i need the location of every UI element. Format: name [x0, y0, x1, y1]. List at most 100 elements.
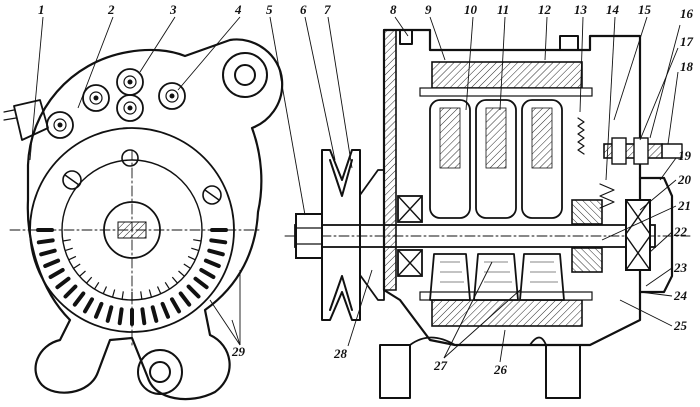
leader-lines	[29, 16, 681, 363]
stator-top	[431, 61, 583, 89]
terminal-studs	[46, 68, 186, 139]
vent-slot	[193, 276, 209, 290]
callout-23: 23	[673, 260, 688, 275]
callout-2: 2	[107, 2, 115, 17]
fin-line	[93, 281, 100, 290]
callout-27: 27	[433, 358, 448, 373]
housing-outline	[26, 38, 284, 401]
connector-plug	[13, 99, 49, 141]
shaft-nut	[295, 213, 323, 259]
vent-slot	[186, 284, 201, 299]
callout-8: 8	[390, 2, 397, 17]
callout-19: 19	[678, 148, 692, 163]
fin-line	[64, 247, 73, 252]
vent-slot	[72, 291, 86, 307]
callout-4: 4	[234, 2, 242, 17]
callout-12: 12	[538, 2, 552, 17]
rear-cap	[638, 176, 674, 294]
fin-line	[191, 247, 200, 252]
mount-foot-left	[379, 344, 411, 399]
fin-line	[193, 239, 202, 242]
vent-slot	[117, 307, 124, 326]
mount-hole-foot	[149, 361, 171, 383]
callout-7: 7	[324, 2, 331, 17]
vent-slot	[43, 258, 61, 268]
fin-line	[73, 263, 81, 269]
rear-bearing	[625, 199, 651, 271]
fin-line	[102, 286, 108, 295]
callout-5: 5	[266, 2, 273, 17]
callout-6: 6	[300, 2, 307, 17]
section-view	[284, 28, 691, 399]
fin-line	[164, 281, 171, 290]
vent-slot	[209, 238, 228, 245]
callout-9: 9	[425, 2, 432, 17]
fin-line	[187, 255, 196, 261]
vent-slots	[36, 228, 228, 326]
end-view	[3, 38, 284, 401]
callout-24: 24	[673, 288, 688, 303]
pulley	[321, 149, 361, 321]
fin-line	[62, 239, 71, 242]
vent-slot	[140, 307, 147, 326]
callout-13: 13	[574, 2, 588, 17]
rotor-upper	[429, 99, 563, 219]
vent-slot	[199, 268, 216, 279]
vent-slot	[83, 297, 94, 314]
screw-left	[62, 170, 82, 190]
callout-25: 25	[673, 318, 688, 333]
callout-21: 21	[677, 198, 691, 213]
callout-28: 28	[333, 346, 348, 361]
fin-line	[68, 255, 77, 261]
vent-slot	[207, 248, 225, 257]
top-bracket	[399, 29, 413, 45]
cooling-fins	[62, 239, 202, 300]
vent-slot	[105, 305, 114, 323]
callout-26: 26	[493, 362, 508, 377]
fan	[359, 169, 385, 301]
rotor-lower	[429, 253, 565, 301]
vent-slot	[150, 305, 159, 323]
stator-bottom	[431, 299, 583, 327]
callout-18: 18	[680, 59, 694, 74]
fin-line	[148, 289, 153, 298]
fin-line	[156, 286, 162, 295]
callout-20: 20	[677, 172, 692, 187]
vent-slot	[170, 297, 181, 314]
mount-foot	[137, 349, 183, 395]
vent-slot	[39, 248, 57, 257]
callout-10: 10	[464, 2, 478, 17]
vent-slot	[63, 284, 78, 299]
vent-slot	[94, 301, 104, 319]
vent-slot	[160, 301, 170, 319]
fin-line	[79, 270, 86, 277]
callout-17: 17	[680, 34, 694, 49]
fin-line	[86, 276, 93, 284]
callout-1: 1	[38, 2, 45, 17]
fin-line	[140, 291, 143, 300]
fin-line	[183, 263, 191, 269]
fin-line	[111, 289, 116, 298]
callout-22: 22	[673, 224, 688, 239]
hub	[103, 201, 161, 259]
hub-key	[117, 221, 147, 239]
mount-foot-right	[545, 344, 581, 399]
callout-15: 15	[638, 2, 652, 17]
callout-29: 29	[231, 344, 246, 359]
callout-14: 14	[606, 2, 620, 17]
slip-rings-top	[571, 199, 603, 225]
vent-slot	[48, 268, 65, 279]
vent-slot	[203, 258, 221, 268]
vent-slot	[178, 291, 192, 307]
callout-3: 3	[169, 2, 177, 17]
screw-right	[202, 185, 222, 205]
fin-line	[178, 270, 185, 277]
callout-labels: 1 2 3 4 5 6 7 8 9 10 11 12 13 14 15 16 1…	[38, 2, 694, 377]
brush-spring	[577, 117, 585, 155]
callout-11: 11	[497, 2, 509, 17]
callout-16: 16	[680, 6, 694, 21]
mount-ear-top	[222, 52, 268, 98]
front-cover	[382, 28, 642, 347]
